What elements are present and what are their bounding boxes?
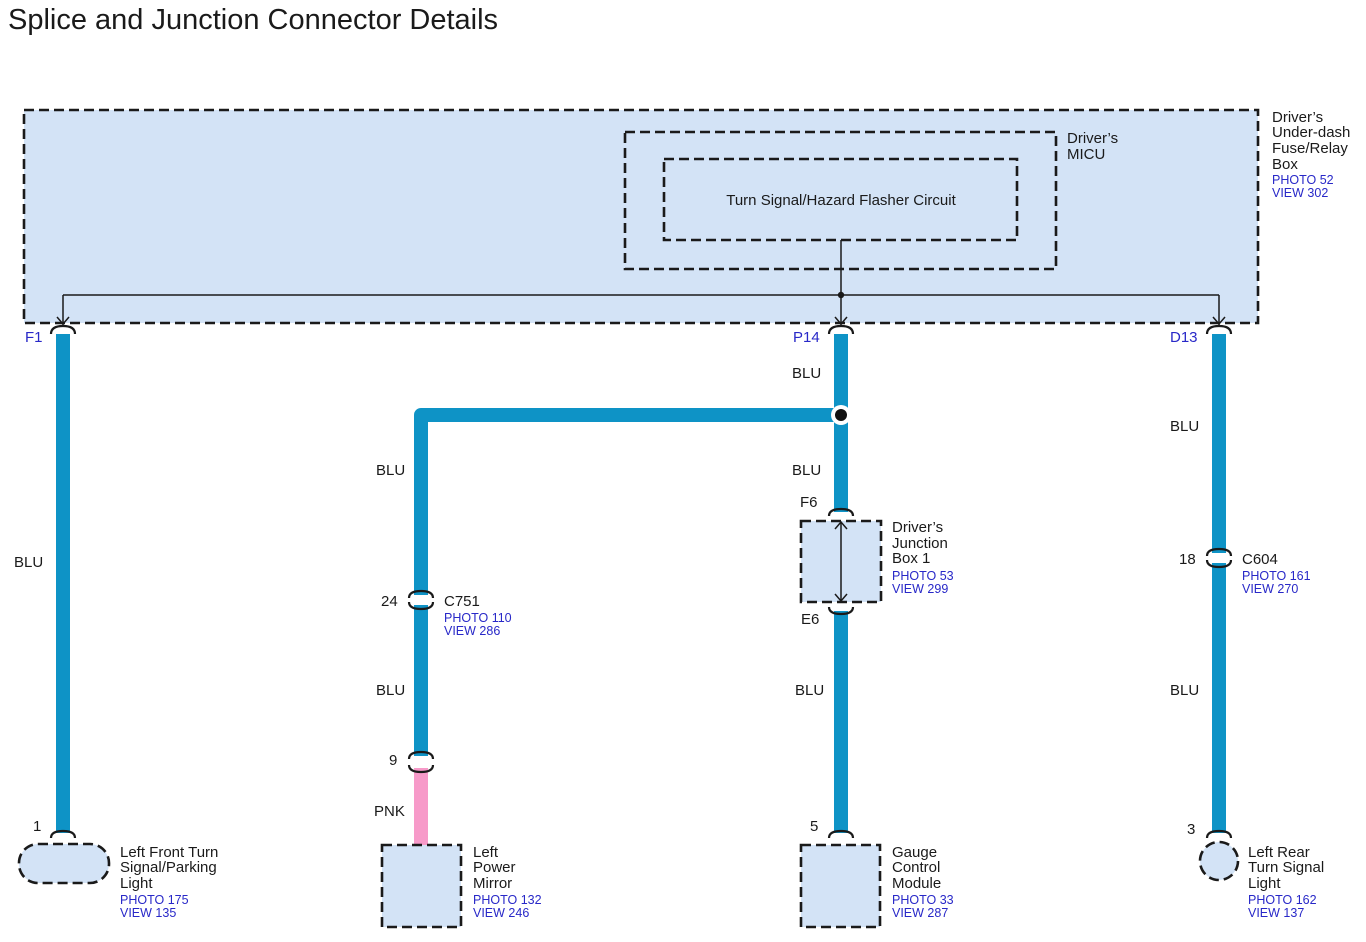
- left-rear-turn-light[interactable]: [1198, 840, 1240, 882]
- gauge-pin-5: 5: [810, 818, 818, 835]
- fuse-box-photo-ref[interactable]: PHOTO 52: [1272, 173, 1334, 187]
- c751-label: C751 PHOTO 110 VIEW 286: [444, 593, 512, 638]
- wire-color-f1: BLU: [14, 554, 43, 571]
- mirror-label: Left Power Mirror PHOTO 132 VIEW 246: [473, 844, 542, 920]
- connector-left-rear-pin[interactable]: [1205, 829, 1233, 839]
- connector-f1-top[interactable]: [49, 324, 77, 335]
- svg-text:Control: Control: [892, 859, 940, 876]
- gauge-control-module[interactable]: [799, 843, 882, 929]
- svg-text:Junction: Junction: [892, 535, 948, 552]
- flasher-circuit-box: [662, 157, 1019, 242]
- mirror-photo-ref[interactable]: PHOTO 132: [473, 893, 542, 907]
- left-front-pin-1: 1: [33, 818, 41, 835]
- mirror-view-ref[interactable]: VIEW 246: [473, 906, 529, 920]
- flasher-circuit-label: Turn Signal/Hazard Flasher Circuit: [726, 192, 956, 209]
- left-power-mirror[interactable]: [380, 843, 463, 929]
- svg-text:Driver’s: Driver’s: [892, 519, 943, 536]
- left-front-view-ref[interactable]: VIEW 135: [120, 906, 176, 920]
- c751-photo-ref[interactable]: PHOTO 110: [444, 611, 512, 625]
- c604-photo-ref[interactable]: PHOTO 161: [1242, 569, 1311, 583]
- wire-color-branch-bottom: BLU: [376, 682, 405, 699]
- fuse-box-view-ref[interactable]: VIEW 302: [1272, 186, 1328, 200]
- svg-text:C604: C604: [1242, 551, 1278, 568]
- wire-color-branch-top: BLU: [376, 462, 405, 479]
- connector-d13-top[interactable]: [1205, 324, 1233, 335]
- arrow-f1: [56, 316, 70, 326]
- junction-box-label: Driver’s Junction Box 1 PHOTO 53 VIEW 29…: [892, 519, 954, 596]
- svg-text:Driver’s: Driver’s: [1272, 109, 1323, 126]
- junction-pin-e6: E6: [801, 611, 819, 628]
- svg-text:Mirror: Mirror: [473, 875, 512, 892]
- c751-view-ref[interactable]: VIEW 286: [444, 624, 500, 638]
- left-front-label: Left Front Turn Signal/Parking Light PHO…: [120, 844, 218, 920]
- svg-text:Box: Box: [1272, 156, 1298, 173]
- junction-box-f6-bracket[interactable]: [827, 507, 855, 517]
- left-rear-photo-ref[interactable]: PHOTO 162: [1248, 893, 1317, 907]
- svg-text:Box 1: Box 1: [892, 550, 930, 567]
- svg-text:Turn Signal: Turn Signal: [1248, 859, 1324, 876]
- splice-point[interactable]: [835, 409, 847, 421]
- internal-junction-dot: [837, 291, 845, 299]
- arrow-d13: [1212, 316, 1226, 326]
- c604-label: C604 PHOTO 161 VIEW 270: [1242, 551, 1311, 596]
- svg-text:Gauge: Gauge: [892, 844, 937, 861]
- fuse-box-label: Driver’s Under-dash Fuse/Relay Box PHOTO…: [1272, 109, 1350, 200]
- junction-box-view-ref[interactable]: VIEW 299: [892, 582, 948, 596]
- svg-text:Left: Left: [473, 844, 499, 861]
- terminal-d13[interactable]: D13: [1170, 329, 1198, 346]
- left-rear-view-ref[interactable]: VIEW 137: [1248, 906, 1304, 920]
- svg-text:C751: C751: [444, 593, 480, 610]
- c604-pin-18: 18: [1179, 551, 1196, 568]
- wire-color-gauge: BLU: [795, 682, 824, 699]
- mirror-pin-9: 9: [389, 752, 397, 769]
- junction-box-arrow-down: [834, 593, 848, 603]
- c604-view-ref[interactable]: VIEW 270: [1242, 582, 1298, 596]
- svg-text:Left Front Turn: Left Front Turn: [120, 844, 218, 861]
- connector-c751[interactable]: [407, 589, 435, 611]
- svg-text:MICU: MICU: [1067, 146, 1105, 163]
- wire-color-d13-top: BLU: [1170, 418, 1199, 435]
- svg-text:Signal/Parking: Signal/Parking: [120, 859, 217, 876]
- connector-p14-top[interactable]: [827, 324, 855, 335]
- connector-left-front-pin[interactable]: [49, 829, 77, 839]
- svg-text:Under-dash: Under-dash: [1272, 124, 1350, 141]
- gauge-label: Gauge Control Module PHOTO 33 VIEW 287: [892, 844, 954, 920]
- junction-pin-f6: F6: [800, 494, 818, 511]
- junction-box-photo-ref[interactable]: PHOTO 53: [892, 569, 954, 583]
- wire-color-p14-top: BLU: [792, 365, 821, 382]
- left-front-photo-ref[interactable]: PHOTO 175: [120, 893, 189, 907]
- connector-c604[interactable]: [1205, 547, 1233, 569]
- junction-box-e6-bracket[interactable]: [827, 606, 855, 616]
- terminal-p14[interactable]: P14: [793, 329, 820, 346]
- wire-color-p14-mid: BLU: [792, 462, 821, 479]
- connector-gauge-pin[interactable]: [827, 829, 855, 839]
- left-rear-pin-3: 3: [1187, 821, 1195, 838]
- terminal-f1[interactable]: F1: [25, 329, 43, 346]
- junction-box-arrow-up: [834, 520, 848, 530]
- svg-text:Driver’s: Driver’s: [1067, 130, 1118, 147]
- svg-text:Power: Power: [473, 859, 516, 876]
- svg-text:Fuse/Relay: Fuse/Relay: [1272, 140, 1348, 157]
- wire-color-d13-bottom: BLU: [1170, 682, 1199, 699]
- svg-text:Light: Light: [1248, 875, 1281, 892]
- connector-mirror-9[interactable]: [407, 750, 435, 774]
- gauge-photo-ref[interactable]: PHOTO 33: [892, 893, 954, 907]
- wire-color-branch-pnk: PNK: [374, 803, 405, 820]
- page-title: Splice and Junction Connector Details: [8, 4, 498, 36]
- gauge-view-ref[interactable]: VIEW 287: [892, 906, 948, 920]
- svg-text:Light: Light: [120, 875, 153, 892]
- svg-text:Left Rear: Left Rear: [1248, 844, 1310, 861]
- svg-text:Module: Module: [892, 875, 941, 892]
- left-front-turn-light[interactable]: [17, 842, 111, 885]
- c751-pin-24: 24: [381, 593, 398, 610]
- left-rear-label: Left Rear Turn Signal Light PHOTO 162 VI…: [1248, 844, 1324, 920]
- arrow-p14: [834, 316, 848, 326]
- micu-label: Driver’s MICU: [1067, 130, 1118, 163]
- wire-branch-upper: [414, 408, 841, 595]
